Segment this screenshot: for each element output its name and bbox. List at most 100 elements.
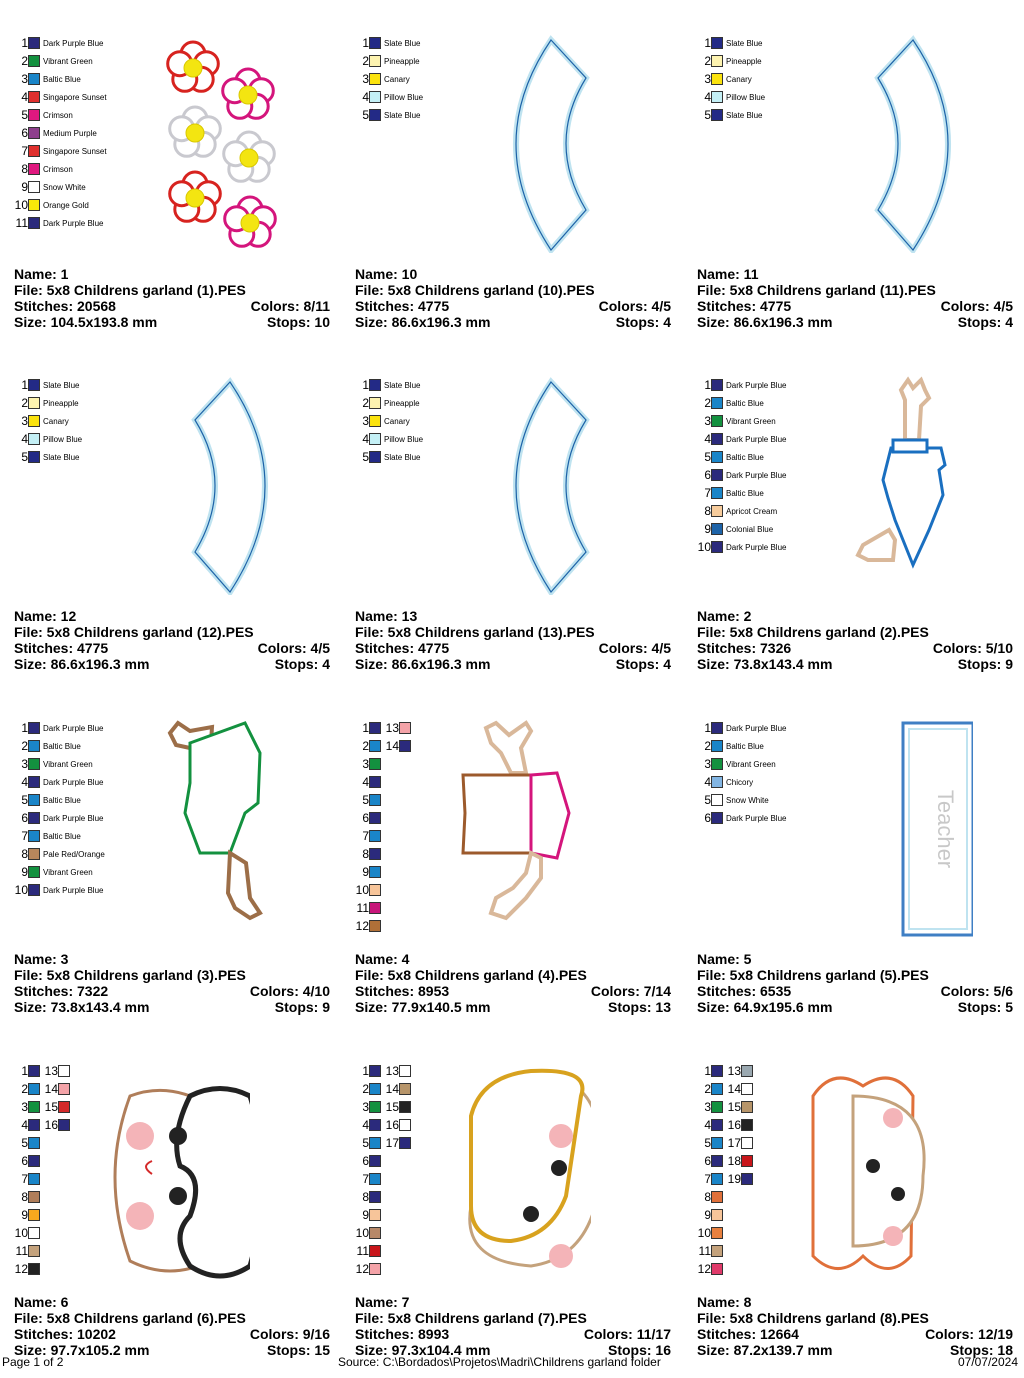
thread-number: 6 — [704, 1154, 711, 1168]
legend-row: 2 Pineapple — [683, 52, 765, 70]
thread-name: Dark Purple Blue — [43, 723, 104, 733]
thread-swatch — [28, 758, 40, 770]
thread-swatch — [711, 1245, 723, 1257]
design-stitches: Stitches: 4775 — [14, 640, 109, 656]
thread-number: 2 — [21, 1082, 28, 1096]
thread-name: Medium Purple — [43, 128, 97, 138]
thread-number: 6 — [21, 126, 28, 140]
thread-number: 5 — [21, 108, 28, 122]
design-card[interactable]: 1 13 2 14 3 15 4 16 5 17 6 — [683, 1036, 1013, 1378]
thread-swatch — [711, 523, 723, 535]
thread-number: 3 — [21, 72, 28, 86]
thread-swatch — [369, 866, 381, 878]
thread-swatch — [711, 1065, 723, 1077]
thread-number: 6 — [21, 1154, 28, 1168]
design-card[interactable]: 1 Dark Purple Blue 2 Baltic Blue 3 Vibra… — [0, 693, 330, 1035]
thread-swatch — [369, 1245, 381, 1257]
thread-number: 10 — [355, 883, 369, 897]
thread-number: 8 — [21, 1190, 28, 1204]
design-info: Name: 10 File: 5x8 Childrens garland (10… — [355, 266, 671, 330]
thread-number: 5 — [704, 450, 711, 464]
thread-swatch — [711, 1083, 723, 1095]
design-file: File: 5x8 Childrens garland (10).PES — [355, 282, 595, 298]
legend-row: 6 Medium Purple — [0, 124, 107, 142]
legend-row: 9 — [341, 863, 411, 881]
color-legend: 1 Dark Purple Blue 2 Baltic Blue 3 Vibra… — [683, 376, 787, 556]
thread-swatch — [741, 1119, 753, 1131]
thread-number: 9 — [21, 865, 28, 879]
thread-swatch — [28, 37, 40, 49]
legend-row: 5 — [341, 791, 411, 809]
design-card[interactable]: 1 13 2 14 3 4 5 6 — [341, 693, 671, 1035]
thread-number: 5 — [362, 793, 369, 807]
thread-swatch — [28, 55, 40, 67]
design-card[interactable]: 1 Slate Blue 2 Pineapple 3 Canary 4 Pill… — [0, 350, 330, 692]
thread-number: 2 — [21, 54, 28, 68]
thread-name: Dark Purple Blue — [43, 218, 104, 228]
design-info: Name: 12 File: 5x8 Childrens garland (12… — [14, 608, 330, 672]
thread-number: 7 — [704, 486, 711, 500]
thread-swatch — [741, 1155, 753, 1167]
design-stops: Stops: 4 — [957, 314, 1013, 330]
design-card[interactable]: 1 Dark Purple Blue 2 Vibrant Green 3 Bal… — [0, 8, 330, 350]
thread-number: 8 — [704, 504, 711, 518]
thread-number: 4 — [362, 775, 369, 789]
thread-swatch — [711, 776, 723, 788]
thread-swatch — [28, 199, 40, 211]
thread-number: 6 — [704, 811, 711, 825]
thread-number: 19 — [727, 1172, 741, 1186]
thread-number: 3 — [704, 757, 711, 771]
thread-swatch — [28, 866, 40, 878]
thread-number: 6 — [362, 811, 369, 825]
legend-row: 9 Colonial Blue — [683, 520, 786, 538]
design-info: Name: 6 File: 5x8 Childrens garland (6).… — [14, 1294, 330, 1358]
legend-row: 4 16 — [0, 1116, 70, 1134]
legend-row: 8 — [341, 845, 411, 863]
legend-row: 1 13 — [0, 1062, 70, 1080]
design-card[interactable]: 1 13 2 14 3 15 4 16 5 17 6 — [341, 1036, 671, 1378]
design-stitches: Stitches: 12664 — [697, 1326, 799, 1342]
thread-number: 11 — [698, 1244, 711, 1258]
design-colors: Colors: 9/16 — [249, 1326, 330, 1342]
thread-number: 7 — [362, 1172, 369, 1186]
design-stitches: Stitches: 8993 — [355, 1326, 450, 1342]
thread-number: 1 — [21, 36, 28, 50]
design-stitches: Stitches: 6535 — [697, 983, 792, 999]
legend-row: 7 Baltic Blue — [683, 484, 786, 502]
thread-name: Baltic Blue — [726, 488, 764, 498]
design-file: File: 5x8 Childrens garland (12).PES — [14, 624, 254, 640]
thread-number: 2 — [704, 396, 711, 410]
thread-swatch — [711, 722, 723, 734]
design-size: Size: 64.9x195.6 mm — [697, 999, 833, 1015]
design-card[interactable]: 1 13 2 14 3 15 4 16 5 6 — [0, 1036, 330, 1378]
legend-row: 2 14 — [341, 1080, 411, 1098]
thread-number: 1 — [704, 721, 711, 735]
thread-swatch — [28, 181, 40, 193]
legend-row: 3 Canary — [341, 70, 423, 88]
design-card[interactable]: 1 Dark Purple Blue 2 Baltic Blue 3 Vibra… — [683, 693, 1013, 1035]
legend-row: 3 Baltic Blue — [0, 70, 107, 88]
thread-number: 8 — [21, 847, 28, 861]
thread-number: 12 — [355, 1262, 369, 1276]
source-path: Source: C:\Bordados\Projetos\Madri\Child… — [338, 1355, 661, 1369]
design-size: Size: 73.8x143.4 mm — [14, 999, 150, 1015]
thread-name: Slate Blue — [726, 38, 763, 48]
thread-swatch — [28, 830, 40, 842]
thread-swatch — [369, 1137, 381, 1149]
color-legend: 1 13 2 14 3 15 4 16 5 6 — [0, 1062, 70, 1278]
design-card[interactable]: 1 Dark Purple Blue 2 Baltic Blue 3 Vibra… — [683, 350, 1013, 692]
thread-name: Dark Purple Blue — [726, 470, 787, 480]
legend-row: 5 Snow White — [683, 791, 786, 809]
thread-number: 4 — [362, 1118, 369, 1132]
thread-number: 16 — [727, 1118, 741, 1132]
thread-swatch — [369, 758, 381, 770]
design-card[interactable]: 1 Slate Blue 2 Pineapple 3 Canary 4 Pill… — [683, 8, 1013, 350]
legend-row: 2 14 — [0, 1080, 70, 1098]
design-info: Name: 13 File: 5x8 Childrens garland (13… — [355, 608, 671, 672]
thread-name: Dark Purple Blue — [43, 885, 104, 895]
design-card[interactable]: 1 Slate Blue 2 Pineapple 3 Canary 4 Pill… — [341, 8, 671, 350]
thread-name: Vibrant Green — [43, 759, 93, 769]
thread-swatch — [399, 1101, 411, 1113]
legend-row: 1 Slate Blue — [0, 376, 82, 394]
design-card[interactable]: 1 Slate Blue 2 Pineapple 3 Canary 4 Pill… — [341, 350, 671, 692]
